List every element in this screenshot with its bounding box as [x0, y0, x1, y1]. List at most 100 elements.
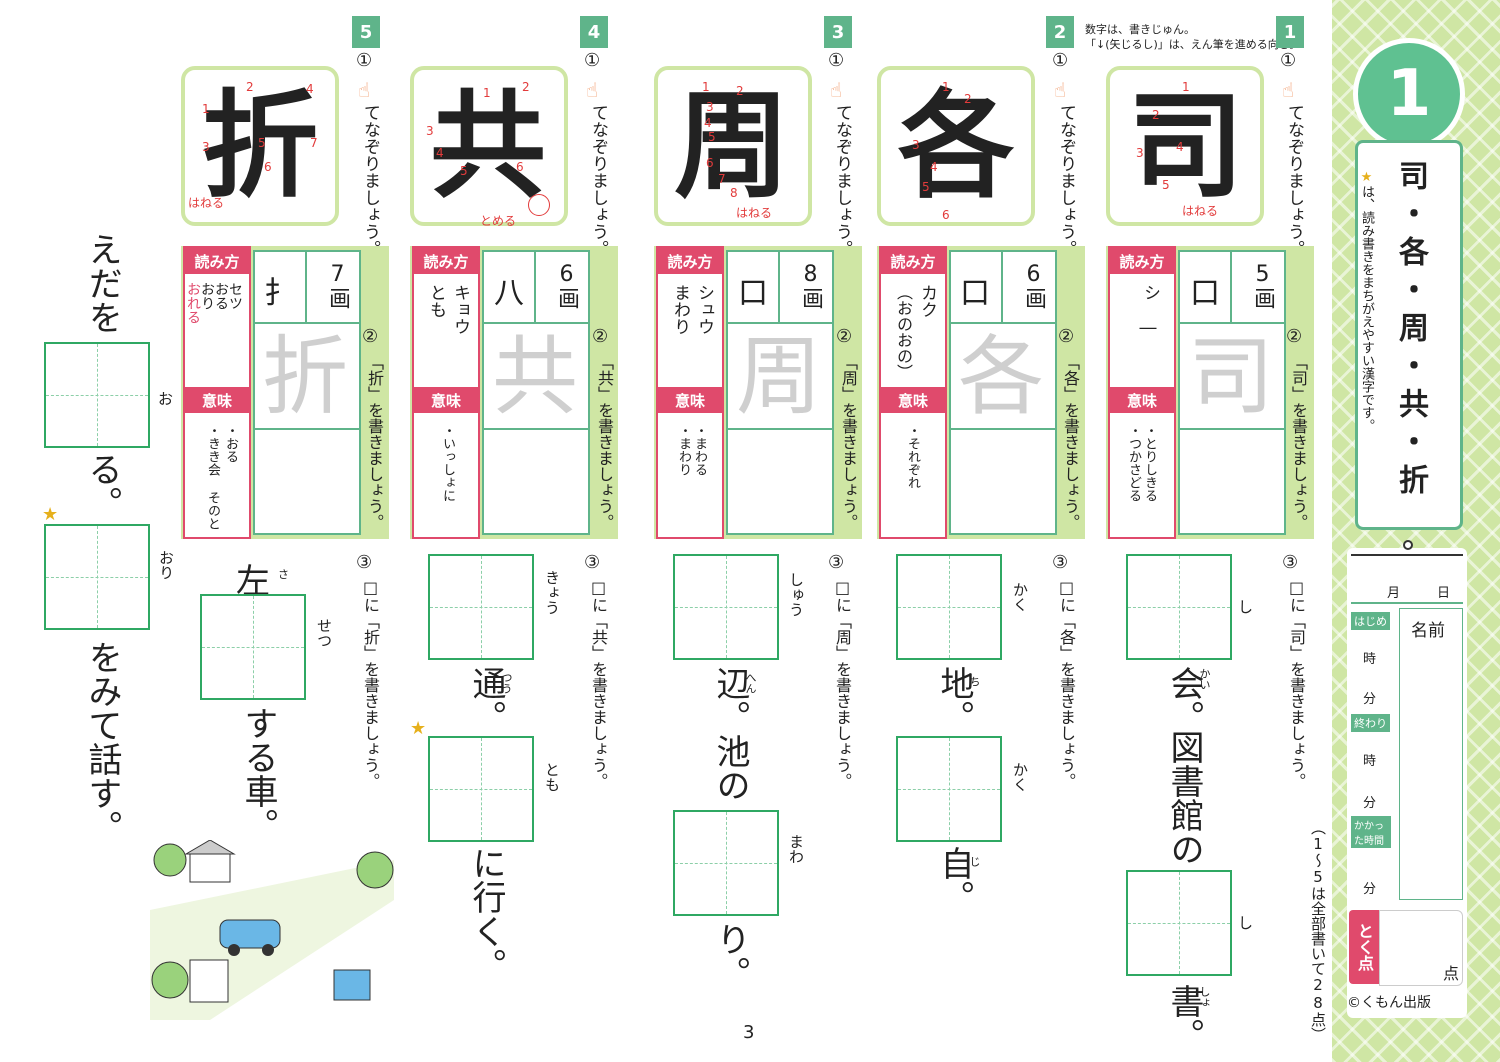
total-note: （1〜5は全部書いて28点） — [1309, 820, 1327, 1042]
sentence-text: 通。 — [466, 666, 506, 734]
answer-box[interactable] — [1126, 554, 1232, 660]
grid-header — [484, 252, 588, 324]
stroke-number: 3 — [1136, 146, 1144, 160]
answer-box[interactable] — [44, 524, 150, 630]
reading-on: カク — [917, 284, 937, 318]
sentence-text: 会。 — [1164, 666, 1204, 734]
finger-icon: ☝ — [358, 78, 371, 102]
stroke-number: 4 — [930, 160, 938, 174]
lesson-subtitle: ★は、読み書きをまちがえやすい漢字です。 — [1357, 170, 1376, 432]
divider — [1351, 554, 1463, 556]
column-tab: 2 — [1046, 16, 1074, 48]
stroke-number: 4 — [436, 146, 444, 160]
stroke-order-char: 各 — [898, 78, 1014, 214]
stroke-number: 1 — [1182, 80, 1190, 94]
end-minute: 分 — [1363, 796, 1377, 811]
tree-icon — [356, 851, 394, 889]
meaning-1: ・まわる — [692, 424, 707, 476]
name-field[interactable] — [1399, 608, 1463, 900]
grid-line — [728, 428, 832, 430]
step2-marker: ② — [362, 326, 379, 347]
furigana: お — [158, 390, 174, 408]
step1-marker: ① — [584, 50, 601, 71]
answer-box[interactable] — [428, 554, 534, 660]
practice-grid[interactable] — [1178, 250, 1286, 535]
sentence-text: 図書館の — [1164, 730, 1204, 866]
reading-box: 読み方 セツ おる おり おれる 意味 ・おる ・きき会 そのと — [183, 246, 251, 539]
meaning-2: ・つかさどる — [1126, 424, 1141, 502]
grid-header — [951, 252, 1055, 324]
sentence-text: に行く。 — [466, 846, 506, 982]
reading-on: シ — [1140, 284, 1160, 301]
answer-box[interactable] — [44, 342, 150, 448]
column-tab: 5 — [352, 16, 380, 48]
trace-instruction: てなぞりましょう。 — [832, 104, 852, 257]
stroke-number: 1 — [942, 80, 950, 94]
stroke-count: 7画 — [325, 262, 350, 309]
meaning-header: 意味 — [881, 387, 945, 413]
stroke-number: 3 — [706, 100, 714, 114]
reading-box: 読み方 キョウ とも 意味 ・いっしょに — [412, 246, 480, 539]
answer-box[interactable] — [896, 554, 1002, 660]
stroke-number: 2 — [246, 80, 254, 94]
furigana: しゅう — [787, 572, 805, 617]
reading-box: 読み方 シュウ まわり 意味 ・まわる ・まわり — [656, 246, 724, 539]
radical: 口 — [1190, 276, 1220, 311]
start-minute: 分 — [1363, 692, 1377, 707]
page-number: 3 — [743, 1022, 755, 1043]
reading-kun: （おのおの） — [894, 284, 913, 380]
reading-kun: ― — [1138, 318, 1158, 338]
stroke-number: 1 — [702, 80, 710, 94]
stroke-order-char: 周 — [674, 78, 790, 214]
trace-char: 司 — [1188, 327, 1274, 427]
trace-hint: はねる — [736, 206, 773, 220]
date-month: 月 — [1387, 586, 1401, 601]
step3-marker: ③ — [356, 552, 373, 573]
reading-kun-2: おり — [199, 282, 215, 310]
answer-box[interactable] — [673, 554, 779, 660]
furigana: かく — [1011, 582, 1029, 612]
reading-on: シュウ — [694, 284, 714, 335]
answer-box[interactable] — [428, 736, 534, 842]
trace-char: 折 — [262, 327, 348, 427]
radical: 口 — [960, 276, 990, 311]
stroke-number: 6 — [942, 208, 950, 222]
elapsed-label: かかった時間 — [1351, 816, 1391, 848]
practice-grid[interactable] — [482, 250, 590, 535]
practice-grid[interactable] — [726, 250, 834, 535]
wheel — [228, 944, 240, 956]
stroke-note-line: 「↓(矢じるし)」は、えん筆を進める向き。 — [1085, 38, 1301, 51]
write-instruction: 「各」を書きましょう。 — [1061, 354, 1080, 530]
answer-box[interactable] — [896, 736, 1002, 842]
practice-grid[interactable] — [949, 250, 1057, 535]
reading-on: キョウ — [450, 284, 470, 335]
meaning-header: 意味 — [414, 387, 478, 413]
elapsed-minute: 分 — [1363, 882, 1377, 897]
answer-box[interactable] — [1126, 870, 1232, 976]
copyright: ©くもん出版 — [1347, 995, 1431, 1011]
grid-header — [1180, 252, 1284, 324]
sentence-text: 自。 — [934, 846, 974, 914]
answer-box[interactable] — [200, 594, 306, 700]
write-instruction: 「司」を書きましょう。 — [1289, 354, 1308, 530]
finger-icon: ☝ — [586, 78, 599, 102]
stroke-number: 6 — [706, 156, 714, 170]
reading-header: 読み方 — [1110, 248, 1174, 274]
column-tab: 4 — [580, 16, 608, 48]
roof — [184, 840, 236, 855]
stroke-number: 4 — [704, 116, 712, 130]
subtitle-text: は、読み書きをまちがえやすい漢字です。 — [1359, 185, 1374, 432]
name-label: 名前 — [1411, 621, 1445, 641]
meaning-2: ・まわり — [676, 424, 691, 476]
furigana: かい — [1198, 668, 1211, 690]
practice-grid[interactable] — [253, 250, 361, 535]
score-field[interactable] — [1379, 910, 1463, 986]
fill-instruction: □に「共」を書きましょう。 — [589, 578, 608, 789]
furigana: じ — [968, 856, 981, 867]
trace-instruction: てなぞりましょう。 — [1284, 104, 1304, 257]
answer-box[interactable] — [673, 810, 779, 916]
meaning-1: ・とりしきる — [1142, 424, 1157, 502]
divider — [1351, 602, 1463, 604]
trace-hint: はねる — [188, 196, 225, 210]
furigana: し — [1238, 598, 1254, 616]
